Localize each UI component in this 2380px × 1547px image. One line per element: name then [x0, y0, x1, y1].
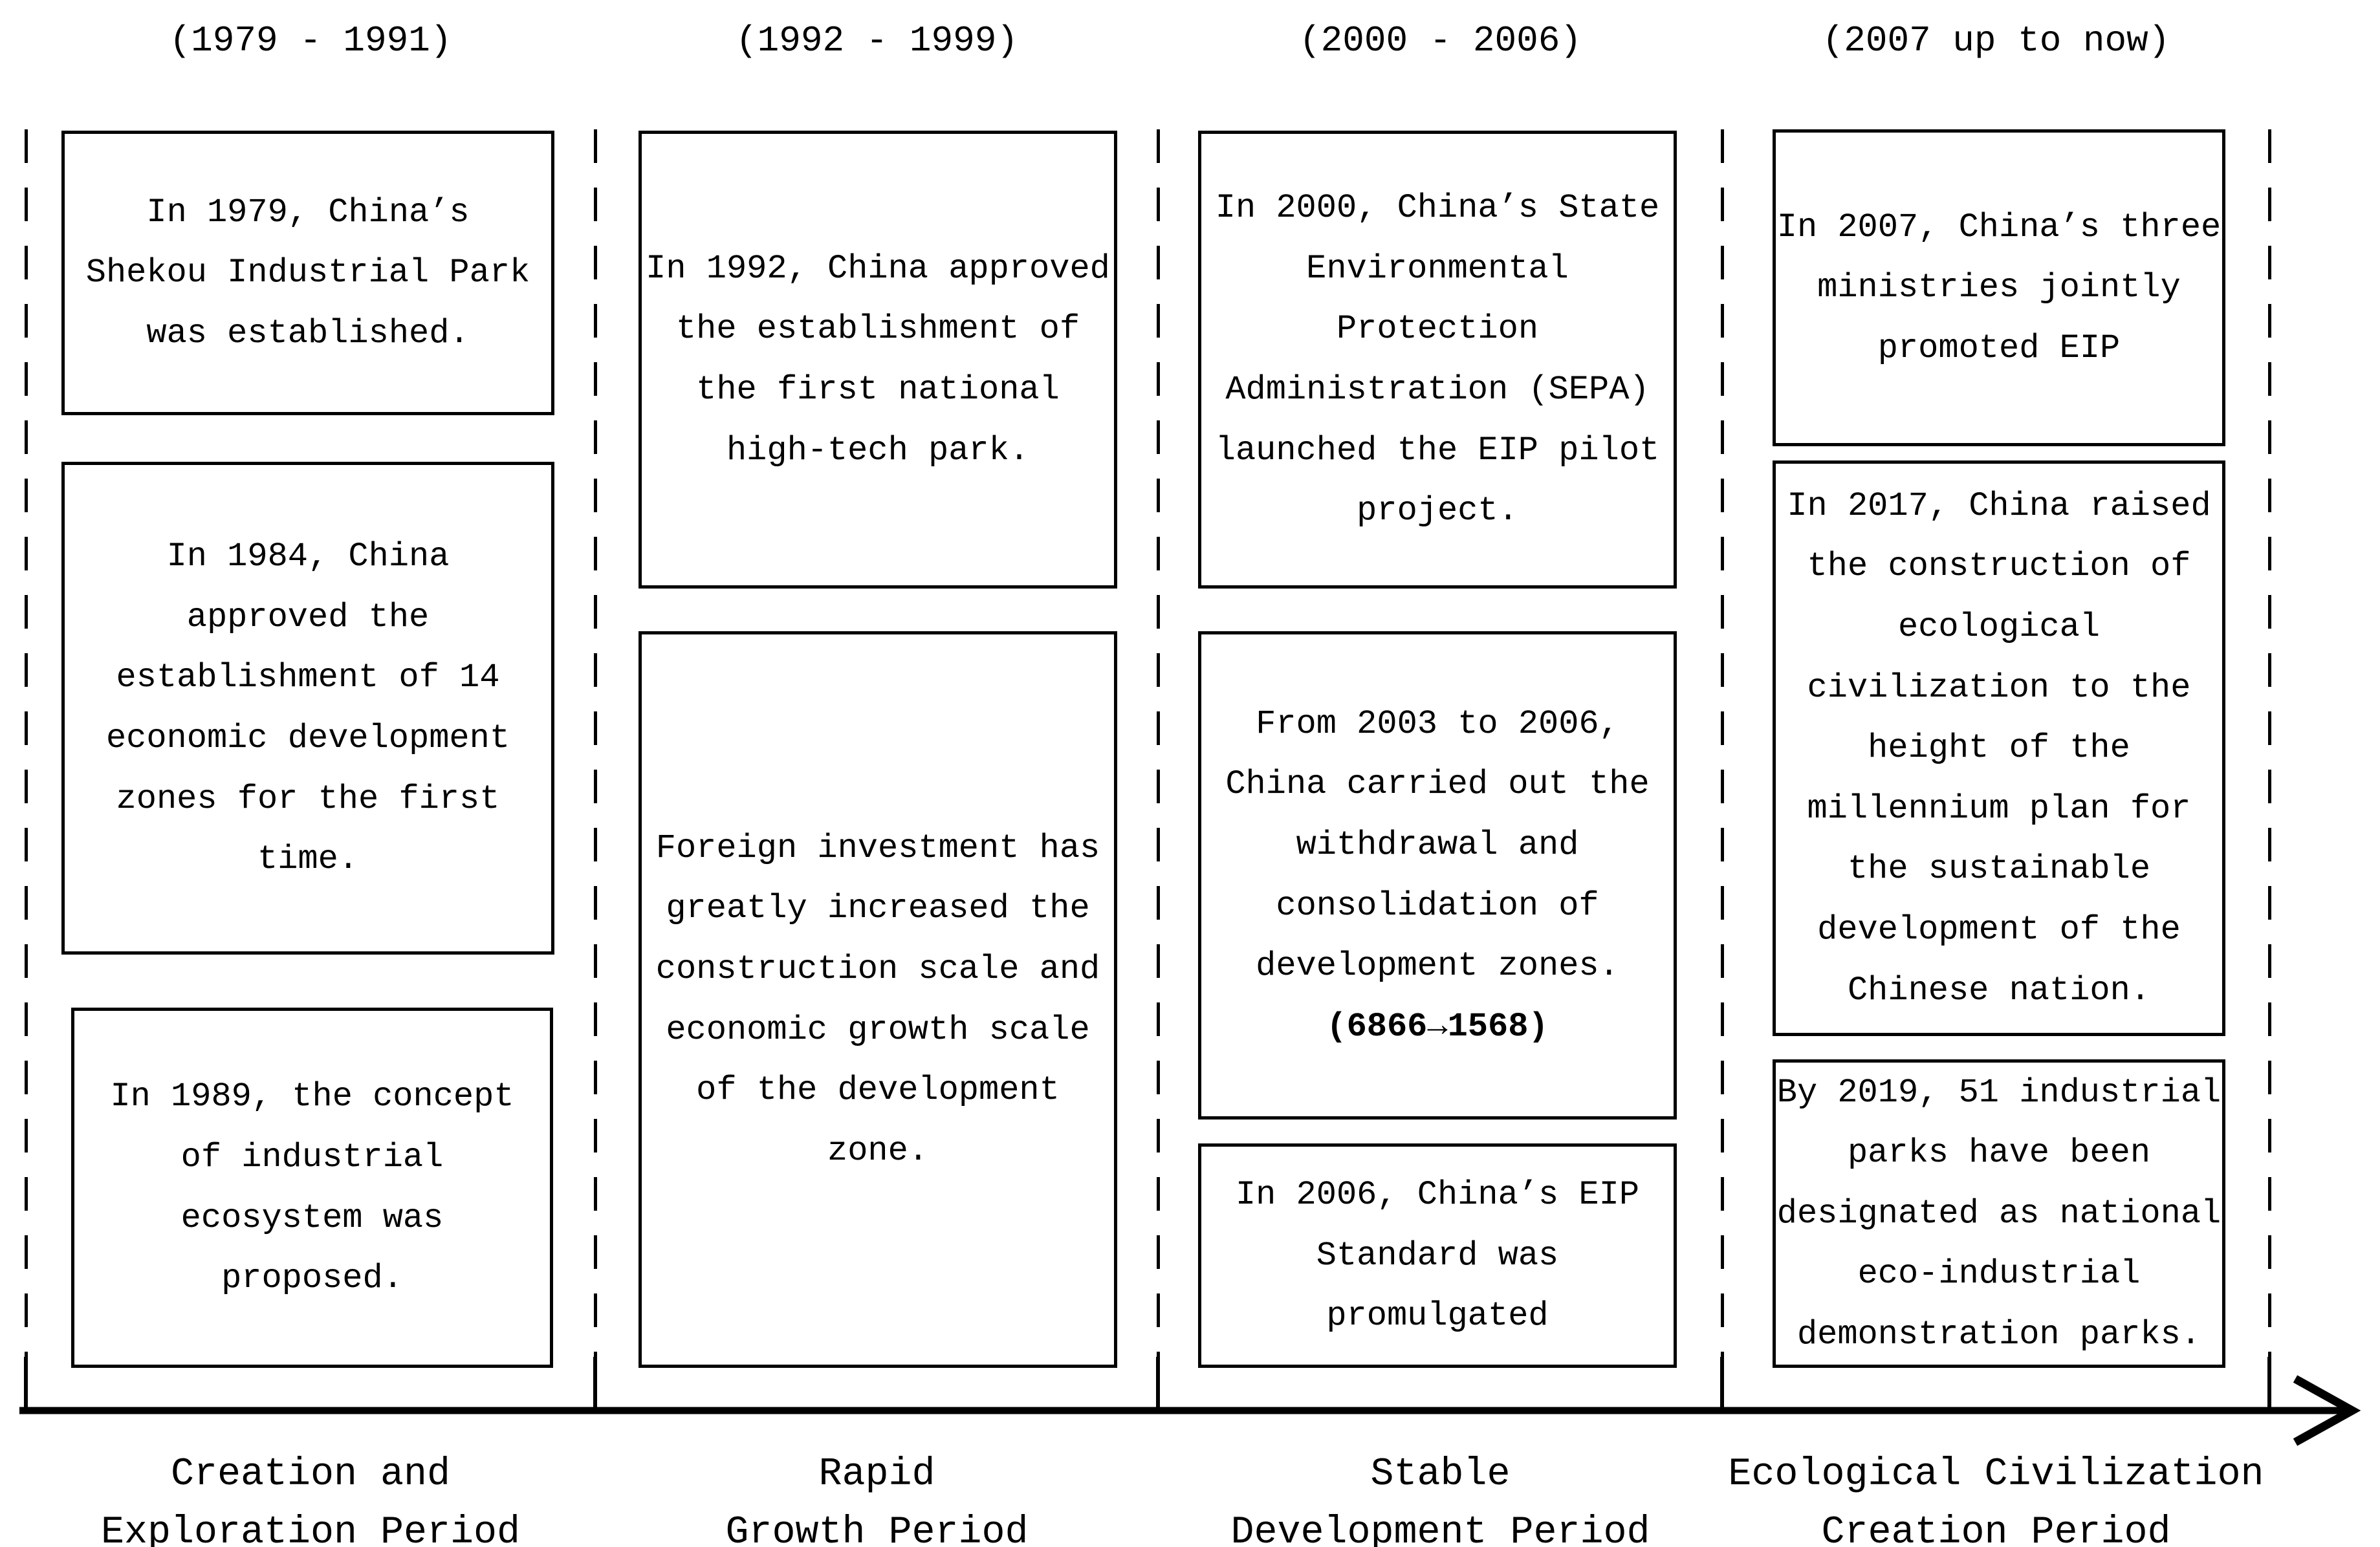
phase-label-3: Stable Development Period [1160, 1445, 1721, 1547]
right-arrow-icon [2293, 1375, 2361, 1446]
event-box-2000: In 2000, China’s State Environmental Pro… [1198, 131, 1677, 589]
column-separator-1 [25, 129, 28, 1410]
phase-label-line: Stable [1370, 1453, 1511, 1497]
event-text: In 1992, China approved the establishmen… [646, 249, 1110, 470]
phase-label-line: Creation Period [1821, 1511, 2171, 1547]
event-text: In 1989, the concept of industrial ecosy… [110, 1077, 514, 1298]
event-box-1989: In 1989, the concept of industrial ecosy… [71, 1008, 553, 1368]
event-box-1979: In 1979, China’s Shekou Industrial Park … [61, 131, 554, 415]
column-separator-3 [1157, 129, 1160, 1410]
phase-label-2: Rapid Growth Period [597, 1445, 1157, 1547]
event-box-2007: In 2007, China’s three ministries jointl… [1773, 129, 2225, 446]
period-header-2: (1992 - 1999) [736, 20, 1018, 61]
phase-label-line: Rapid [818, 1453, 935, 1497]
event-text: In 1984, China approved the establishmen… [105, 537, 510, 879]
column-separator-2 [594, 129, 597, 1410]
period-header-3: (2000 - 2006) [1299, 20, 1582, 61]
phase-label-line: Ecological Civilization [1728, 1453, 2264, 1497]
event-box-2019: By 2019, 51 industrial parks have been d… [1773, 1059, 2225, 1368]
event-text: In 1979, China’s Shekou Industrial Park … [85, 193, 530, 352]
event-text: In 2007, China’s three ministries jointl… [1776, 208, 2222, 367]
event-highlight-zone-count: (6866→1568) [1326, 1007, 1549, 1046]
event-box-foreign-investment: Foreign investment has greatly increased… [639, 631, 1117, 1368]
event-text: From 2003 to 2006, China carried out the… [1225, 704, 1650, 986]
phase-label-line: Exploration Period [100, 1511, 521, 1547]
phase-label-line: Creation and [170, 1453, 451, 1497]
event-box-1984: In 1984, China approved the establishmen… [61, 462, 554, 955]
event-text: Foreign investment has greatly increased… [655, 828, 1100, 1170]
event-box-1992: In 1992, China approved the establishmen… [639, 131, 1117, 589]
event-box-2003-2006: From 2003 to 2006, China carried out the… [1198, 631, 1677, 1120]
event-box-2017: In 2017, China raised the construction o… [1773, 460, 2225, 1036]
phase-label-line: Development Period [1230, 1511, 1650, 1547]
event-box-2006: In 2006, China’s EIP Standard was promul… [1198, 1143, 1677, 1368]
period-header-4: (2007 up to now) [1822, 20, 2170, 61]
event-text: In 2017, China raised the construction o… [1787, 486, 2211, 1010]
phase-label-line: Growth Period [725, 1511, 1029, 1547]
phase-label-1: Creation and Exploration Period [26, 1445, 595, 1547]
column-separator-4 [1721, 129, 1724, 1410]
column-separator-5 [2268, 129, 2271, 1410]
event-text: By 2019, 51 industrial parks have been d… [1776, 1073, 2222, 1354]
event-text: In 2006, China’s EIP Standard was promul… [1235, 1176, 1640, 1336]
event-text: In 2000, China’s State Environmental Pro… [1215, 189, 1660, 530]
phase-label-4: Ecological Civilization Creation Period [1724, 1445, 2268, 1547]
period-header-1: (1979 - 1991) [169, 20, 452, 61]
